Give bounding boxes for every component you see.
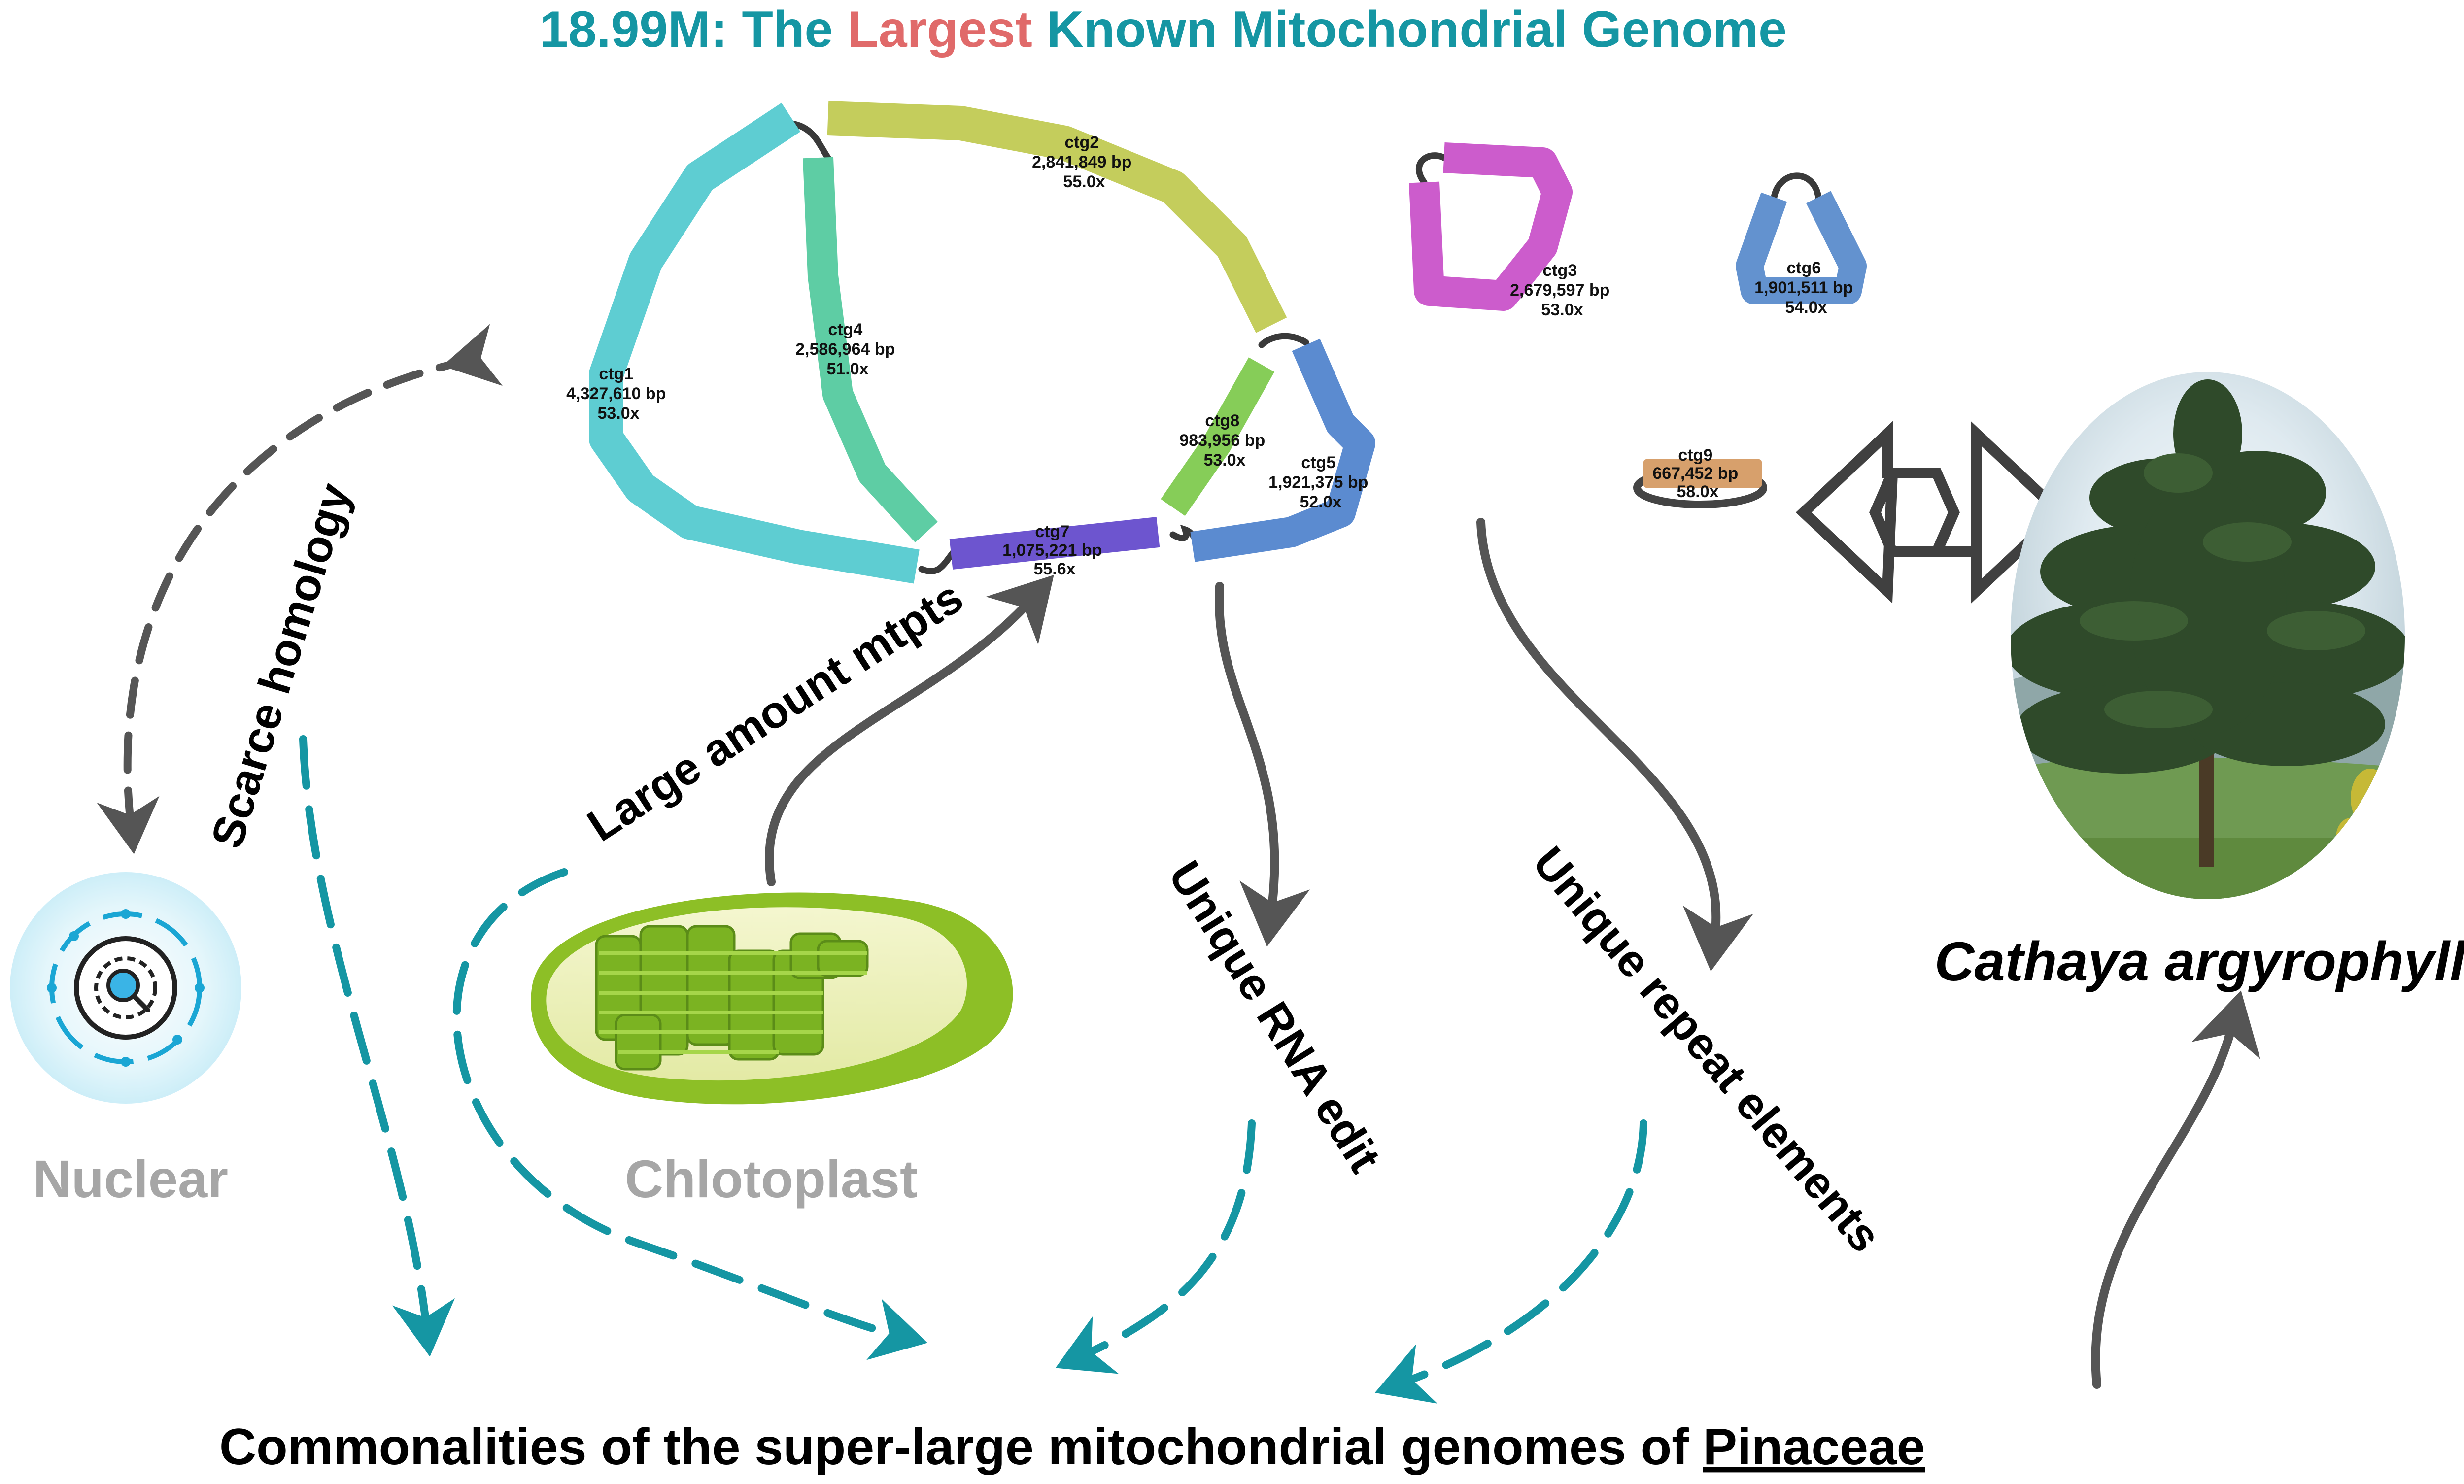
title-part-3: Known Mitochondrial Genome: [1032, 1, 1787, 58]
unique-repeat-elements-label: Unique repeat elements: [1523, 838, 1890, 1262]
chloroplast-icon: [531, 892, 1013, 1105]
rna-edit-arrow: [1215, 582, 1310, 947]
scarce-homology-label: Scarce homology: [202, 477, 360, 853]
contig-label-ctg1: ctg1 4,327,610 bp 53.0x: [566, 365, 671, 423]
title-part-1: 18.99M: The: [540, 1, 847, 58]
contig-label-ctg6: ctg6 1,901,511 bp 54.0x: [1754, 259, 1858, 317]
contig-ctg1: [589, 102, 920, 584]
tree-photo-icon: [2011, 372, 2405, 899]
contig-links: [785, 120, 1822, 574]
contig-label-ctg9: ctg9 667,452 bp 58.0x: [1652, 446, 1743, 501]
link-ctg6: [1771, 172, 1822, 201]
assembly-graph: ctg1 4,327,610 bp 53.0x ctg2 2,841,849 b…: [566, 101, 1867, 584]
contig-label-ctg4: ctg4 2,586,964 bp 51.0x: [795, 320, 900, 378]
bottom-caption: Commonalities of the super-large mitocho…: [219, 1418, 1925, 1476]
contig-ctg2: [827, 101, 1287, 333]
repeat-elements-arrow: [1476, 518, 1753, 972]
mtpts-arrow: [765, 574, 1054, 886]
contig-label-ctg7: ctg7 1,075,221 bp 55.6x: [1002, 522, 1107, 578]
contig-ctg9: [1643, 459, 1762, 488]
contig-label-ctg3: ctg3 2,679,597 bp 53.0x: [1510, 261, 1614, 319]
link-ctg1-ctg2: [785, 120, 831, 161]
bottom-caption-prefix: Commonalities of the super-large mitocho…: [219, 1418, 1703, 1476]
teal-arrow-repeat: [1374, 1119, 1647, 1404]
chloroplast-label: Chlotoplast: [625, 1149, 918, 1209]
contig-ctg4: [803, 157, 938, 542]
teal-arrow-rna-edit: [1055, 1119, 1256, 1374]
contig-label-ctg2: ctg2 2,841,849 bp 55.0x: [1032, 133, 1136, 191]
teal-arrow-nuclear: [299, 735, 455, 1357]
nucleus-cell-icon: [10, 872, 241, 1104]
contig-ctg3: [1409, 142, 1573, 311]
title-highlight: Largest: [847, 1, 1032, 58]
species-arrow: [2091, 990, 2260, 1389]
link-ctg3: [1415, 152, 1447, 186]
bottom-caption-family: Pinaceae: [1703, 1418, 1925, 1476]
bidirectional-arrow-icon: [1795, 421, 2068, 604]
contig-ctg7: [949, 517, 1160, 570]
species-label: Cathaya argyrophylla: [1934, 931, 2464, 992]
contig-ctg8: [1161, 357, 1275, 516]
contig-ctg6: [1736, 191, 1867, 304]
link-ctg2-ctg5: [1258, 333, 1309, 348]
link-ctg1-ctg7: [918, 548, 957, 574]
nuclear-label: Nuclear: [33, 1149, 228, 1209]
contig-label-ctg5: ctg5 1,921,375 bp 52.0x: [1268, 453, 1373, 511]
scarce-homology-arrow: [97, 324, 503, 854]
contig-label-ctg8: ctg8 983,956 bp 53.0x: [1179, 411, 1269, 470]
contig-ctg5: [1190, 338, 1375, 562]
page-title: 18.99M: The Largest Known Mitochondrial …: [540, 1, 1787, 58]
